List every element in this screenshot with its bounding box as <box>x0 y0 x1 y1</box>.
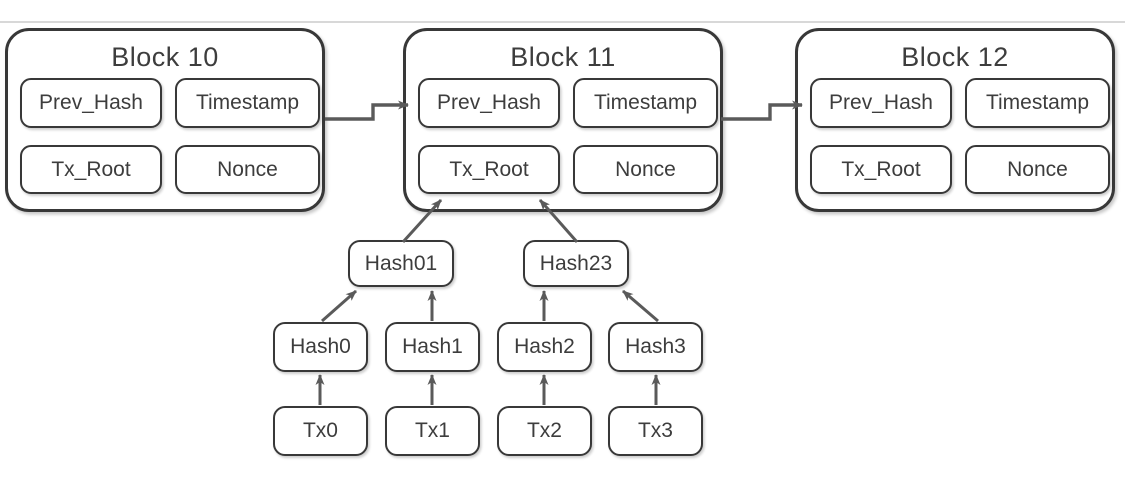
arrow-block10-to-block11 <box>325 100 409 121</box>
block-12-container: Block 12 Prev_Hash Timestamp Tx_Root Non… <box>795 28 1115 212</box>
block-10-container: Block 10 Prev_Hash Timestamp Tx_Root Non… <box>5 28 325 212</box>
transaction-node-tx3: Tx3 <box>608 406 703 456</box>
merkle-node-hash01: Hash01 <box>348 240 454 287</box>
merkle-node-hash2: Hash2 <box>497 322 592 372</box>
block10-prev-hash-box: Prev_Hash <box>20 78 162 128</box>
block-title: Block 10 <box>111 42 219 72</box>
block12-prev-hash-box: Prev_Hash <box>810 78 952 128</box>
block11-tx-root-box: Tx_Root <box>418 145 560 194</box>
block10-timestamp-box: Timestamp <box>175 78 320 128</box>
arrow-hash0-to-hash01 <box>321 289 357 323</box>
arrow-block11-to-block12 <box>721 100 803 121</box>
block-title: Block 11 <box>510 42 616 72</box>
arrow-hash3-to-hash23 <box>622 289 659 323</box>
block10-tx-root-box: Tx_Root <box>20 145 162 194</box>
block-title: Block 12 <box>901 42 1009 72</box>
block12-tx-root-box: Tx_Root <box>810 145 952 194</box>
merkle-node-hash1: Hash1 <box>385 322 480 372</box>
merkle-node-hash0: Hash0 <box>273 322 368 372</box>
top-divider-line <box>0 21 1125 23</box>
merkle-node-hash23: Hash23 <box>523 240 629 287</box>
transaction-node-tx1: Tx1 <box>385 406 480 456</box>
transaction-node-tx2: Tx2 <box>497 406 592 456</box>
block11-timestamp-box: Timestamp <box>573 78 718 128</box>
block-11-container: Block 11 Prev_Hash Timestamp Tx_Root Non… <box>403 28 723 212</box>
block11-prev-hash-box: Prev_Hash <box>418 78 560 128</box>
block11-nonce-box: Nonce <box>573 145 718 194</box>
transaction-node-tx0: Tx0 <box>273 406 368 456</box>
block12-nonce-box: Nonce <box>965 145 1110 194</box>
block12-timestamp-box: Timestamp <box>965 78 1110 128</box>
block10-nonce-box: Nonce <box>175 145 320 194</box>
merkle-node-hash3: Hash3 <box>608 322 703 372</box>
